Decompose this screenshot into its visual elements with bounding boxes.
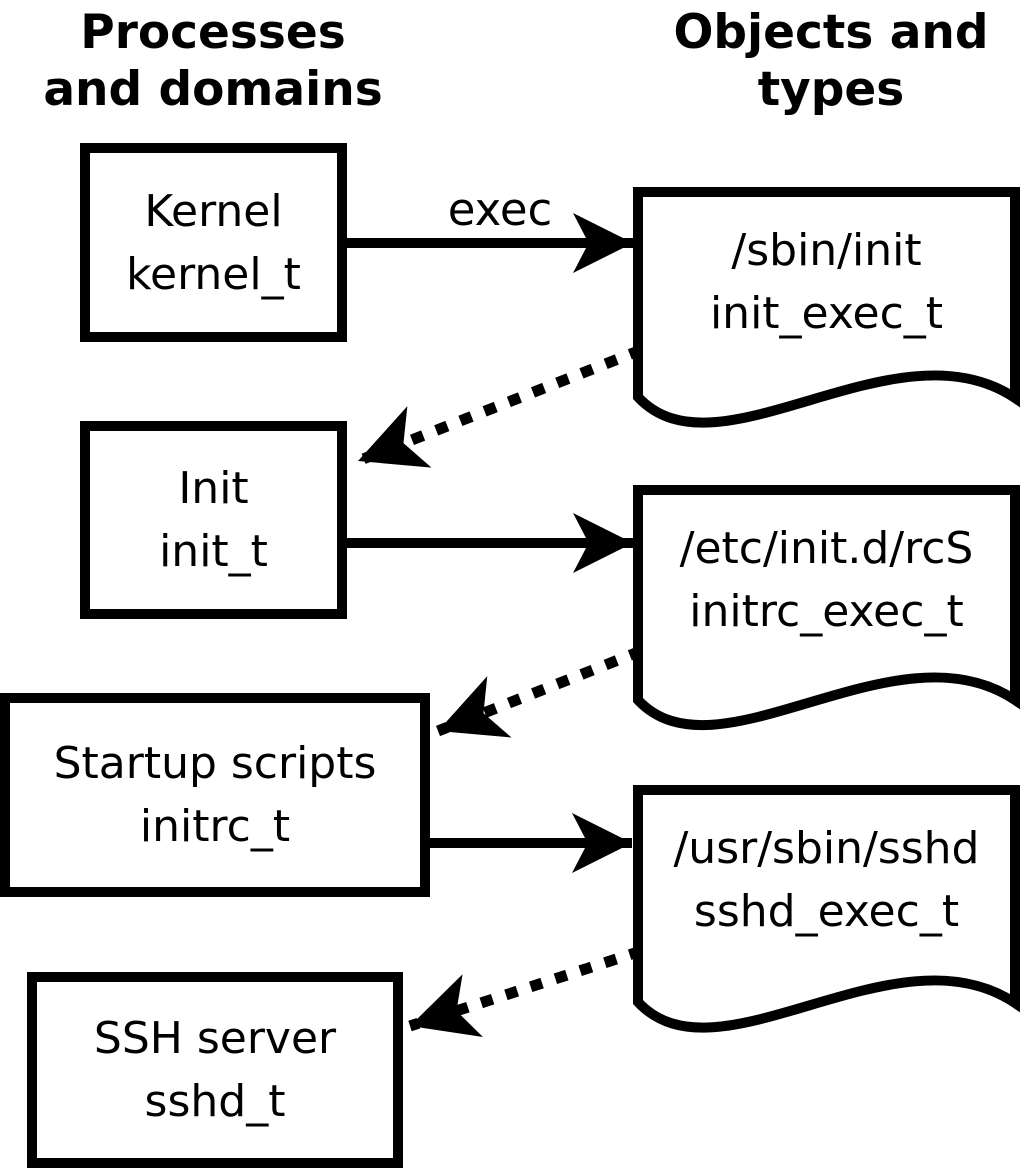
column-header-processes-line1: Processes — [80, 5, 346, 60]
dotted-arrow-sshd-exec-to-sshd-t — [408, 945, 643, 1038]
column-header-processes-line2: and domains — [43, 62, 383, 117]
process-label: Startup scripts — [53, 738, 377, 789]
process-box-init: Init init_t — [80, 421, 347, 619]
process-domain: init_t — [159, 526, 268, 577]
process-label: Init — [178, 463, 249, 514]
exec-edge-label: exec — [447, 183, 553, 236]
process-domain: sshd_t — [144, 1076, 286, 1127]
dotted-arrow-initrc-exec-to-initrc-t — [435, 645, 644, 738]
process-label: Kernel — [144, 185, 283, 237]
document-shape-etc-initd-rcs — [633, 485, 1020, 731]
process-domain: kernel_t — [126, 248, 301, 300]
column-header-processes: Processes and domains — [0, 4, 426, 118]
process-box-ssh-server: SSH server sshd_t — [27, 972, 403, 1168]
process-box-startup-scripts: Startup scripts initrc_t — [0, 693, 430, 897]
document-shape-usr-sbin-sshd — [633, 785, 1020, 1033]
column-header-objects-line1: Objects and — [673, 5, 989, 60]
process-label: SSH server — [93, 1013, 337, 1064]
column-header-objects-line2: types — [757, 62, 905, 117]
document-shape-sbin-init — [633, 187, 1020, 428]
process-box-kernel: Kernel kernel_t — [80, 143, 347, 342]
dotted-arrow-init-exec-to-init-t — [355, 344, 644, 468]
column-header-objects: Objects and types — [638, 4, 1024, 118]
process-domain: initrc_t — [139, 801, 291, 852]
